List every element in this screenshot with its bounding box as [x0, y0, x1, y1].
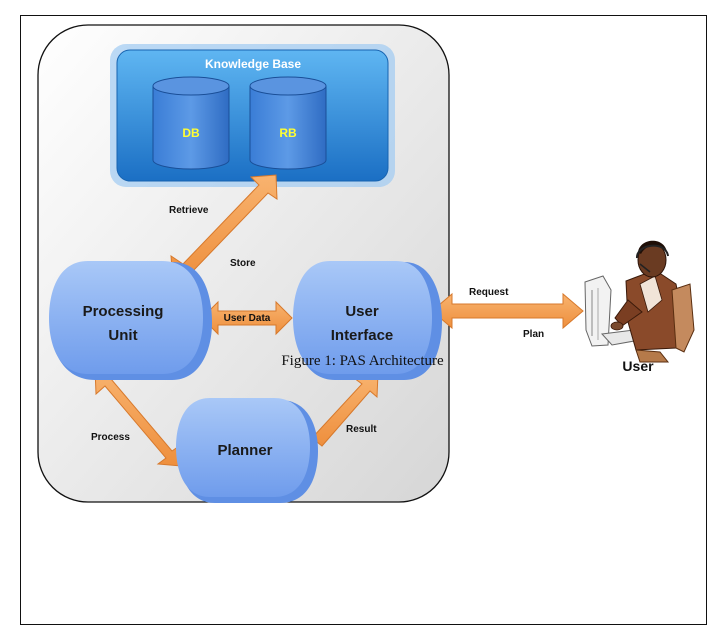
db-cylinder: DB — [152, 76, 230, 170]
knowledge-base-title: Knowledge Base — [205, 57, 301, 71]
planner-node: Planner — [176, 398, 318, 503]
processing-unit-label-line1: Processing — [83, 303, 164, 320]
retrieve-label: Retrieve — [169, 205, 209, 216]
rb-cylinder: RB — [249, 76, 327, 170]
planner-label: Planner — [217, 442, 272, 459]
user-interface-label-line1: User — [345, 303, 379, 320]
user-data-label: User Data — [224, 313, 271, 324]
request-label: Request — [469, 287, 509, 298]
user-label: User — [622, 358, 654, 374]
result-label: Result — [346, 424, 377, 435]
user-interface-node: User Interface — [293, 261, 442, 380]
user-interface-label-line2: Interface — [331, 327, 394, 344]
processing-unit-label-line2: Unit — [108, 327, 137, 344]
knowledge-base: Knowledge Base DB RB — [110, 44, 395, 187]
figure-caption: Figure 1: PAS Architecture — [281, 353, 444, 369]
user-data-arrow — [201, 300, 293, 336]
request-plan-arrow — [431, 292, 584, 330]
process-label: Process — [91, 432, 130, 443]
processing-unit-node: Processing Unit — [49, 261, 212, 380]
result-arrow — [311, 372, 379, 447]
store-label: Store — [230, 258, 256, 269]
plan-label: Plan — [523, 329, 544, 340]
db-label: DB — [182, 126, 200, 140]
user-at-computer-figure — [584, 240, 695, 363]
rb-label: RB — [279, 126, 297, 140]
